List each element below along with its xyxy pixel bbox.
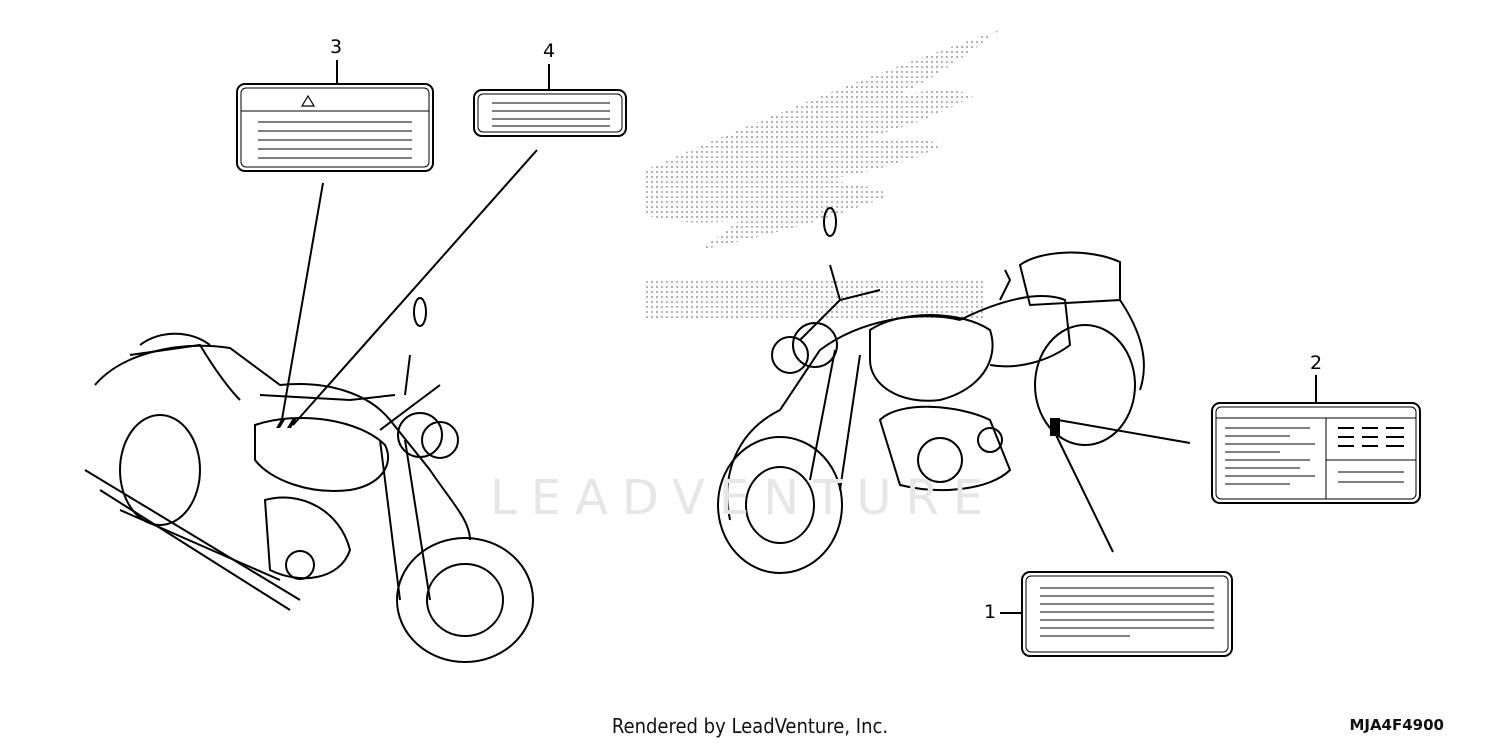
leader-line-1 [1055, 434, 1114, 553]
watermark-text: LEADVENTURE [490, 470, 998, 526]
callout-number-2[interactable]: 2 [1310, 352, 1323, 374]
callout-number-4[interactable]: 4 [543, 40, 556, 62]
motorcycle-left-illustration [84, 297, 534, 663]
brand-wing-logo [645, 30, 1000, 318]
label-2-specification-decal[interactable] [1211, 402, 1421, 504]
label-4-decal[interactable] [473, 89, 627, 137]
leader-line-2 [1057, 419, 1191, 444]
label-3-warning-decal[interactable] [236, 83, 434, 172]
callout-number-1[interactable]: 1 [984, 601, 997, 623]
motorcycle-right-illustration [717, 207, 1145, 574]
diagram-code: MJA4F4900 [1349, 716, 1444, 734]
warning-triangle-icon [300, 94, 316, 107]
leader-line-4 [292, 149, 538, 426]
footer-credit: Rendered by LeadVenture, Inc. [611, 714, 889, 738]
leader-lines [280, 60, 1317, 614]
label-1-decal[interactable] [1021, 571, 1233, 657]
leader-line-3 [280, 182, 324, 426]
callout-number-3[interactable]: 3 [330, 36, 343, 58]
label-location-markers [276, 418, 1060, 436]
